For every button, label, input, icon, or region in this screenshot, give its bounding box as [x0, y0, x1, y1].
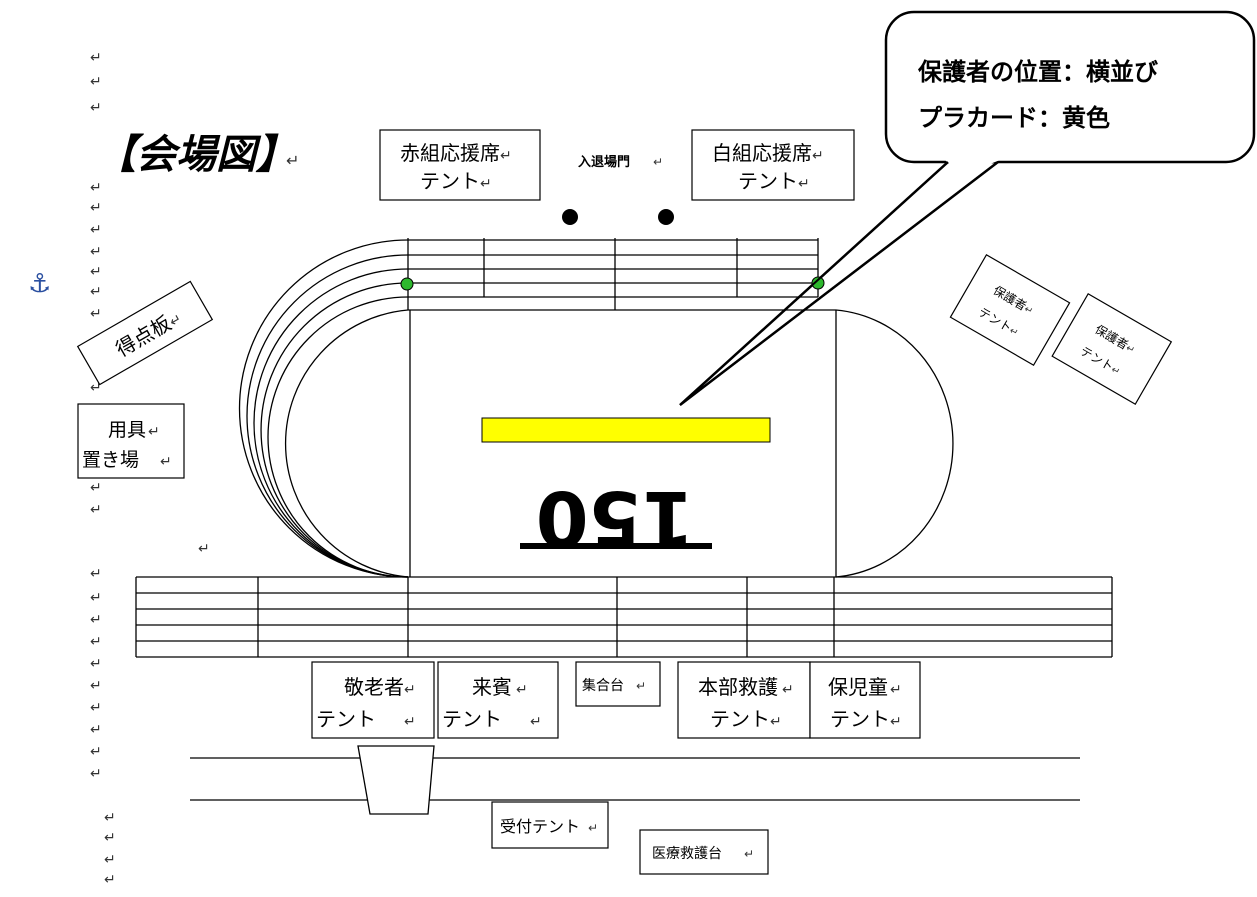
field-number: 150	[520, 474, 712, 563]
guardian-tent-1: 保護者 ↵ テント ↵	[949, 254, 1071, 366]
paragraph-mark-icon: ↵	[90, 612, 102, 628]
white-cheer-tent: 白組応援席 ↵ テント ↵	[691, 129, 855, 201]
paragraph-mark-icon: ↵	[90, 566, 102, 582]
paragraph-mark-icon: ↵	[90, 634, 102, 650]
paragraph-mark-icon: ↵	[90, 50, 102, 66]
paragraph-mark-icon: ↵	[90, 380, 102, 396]
equipment-storage: 用具 ↵ 置き場 ↵	[77, 403, 185, 479]
lower-track-lanes	[135, 576, 1113, 658]
paragraph-mark-icon: ↵	[90, 74, 102, 90]
paragraph-mark-icon: ↵	[90, 306, 102, 322]
paragraph-mark-icon: ↵	[104, 830, 116, 846]
paragraph-mark-icon: ↵	[90, 222, 102, 238]
medical-stand: 医療救護台 ↵	[639, 829, 769, 875]
equipment-storage-sub: 置き場	[82, 449, 139, 471]
paragraph-mark-icon: ↵	[90, 244, 102, 260]
guests-tent-sub: テント	[442, 707, 502, 731]
road	[190, 757, 1080, 801]
entrance-gate	[357, 745, 435, 815]
white-cheer-tent-label: 白組応援席	[712, 141, 812, 165]
paragraph-mark-icon: ↵	[90, 744, 102, 760]
yellow-placard	[481, 417, 771, 443]
paragraph-mark-icon: ↵	[90, 502, 102, 518]
svg-text:↵: ↵	[798, 176, 810, 192]
svg-text:↵: ↵	[770, 714, 782, 730]
paragraph-mark-icon: ↵	[104, 810, 116, 826]
svg-text:↵: ↵	[404, 682, 416, 698]
paragraph-mark-icon: ↵	[90, 678, 102, 694]
paragraph-mark-icon: ↵	[90, 722, 102, 738]
svg-text:↵: ↵	[404, 714, 416, 730]
guests-tent-label: 来賓	[472, 675, 512, 699]
start-marker-right	[811, 276, 825, 290]
paragraph-mark-icon: ↵	[90, 480, 102, 496]
paragraph-mark-icon: ↵	[90, 100, 102, 116]
paragraph-mark-icon: ↵	[90, 200, 102, 216]
callout-line-1: 保護者の位置：横並び	[917, 58, 1158, 86]
assembly-stand-label: 集合台	[582, 677, 624, 694]
equipment-storage-label: 用具	[108, 419, 146, 441]
gate-label: 入退場門	[578, 154, 630, 170]
paragraph-mark-icon: ↵	[286, 151, 299, 170]
white-cheer-tent-sub: テント	[738, 169, 798, 193]
svg-text:↵: ↵	[500, 148, 512, 164]
paragraph-mark-icon: ↵	[90, 284, 102, 300]
svg-text:↵: ↵	[636, 679, 646, 693]
svg-text:↵: ↵	[782, 682, 794, 698]
paragraph-mark-icon: ↵	[90, 264, 102, 280]
left-track-curves	[238, 239, 409, 578]
reception-tent: 受付テント ↵	[491, 801, 609, 849]
svg-text:↵: ↵	[588, 821, 598, 835]
anchor-icon[interactable]: ⚓	[28, 269, 51, 299]
elders-tent-label: 敬老者	[344, 675, 404, 699]
nursery-tent-label: 保児童	[828, 675, 888, 699]
paragraph-mark-icon: ↵	[90, 656, 102, 672]
svg-text:↵: ↵	[160, 454, 172, 470]
paragraph-mark-icon: ↵	[104, 872, 116, 888]
medical-stand-label: 医療救護台	[652, 845, 722, 862]
guardian-tent-2: 保護者 ↵ テント ↵	[1051, 293, 1173, 405]
svg-text:↵: ↵	[744, 847, 754, 861]
elders-tent-sub: テント	[316, 707, 376, 731]
svg-text:↵: ↵	[516, 682, 528, 698]
red-cheer-tent-sub: テント	[420, 169, 480, 193]
field-number-text: 150	[536, 474, 695, 563]
paragraph-mark-icon: ↵	[653, 155, 663, 169]
reception-tent-label: 受付テント	[500, 817, 580, 836]
assembly-stand: 集合台 ↵	[575, 661, 661, 707]
callout-line-2: プラカード：黄色	[918, 104, 1110, 132]
elders-tent: 敬老者 ↵ テント ↵	[311, 661, 435, 739]
guests-tent: 来賓 ↵ テント ↵	[437, 661, 559, 739]
red-cheer-tent-label: 赤組応援席	[400, 141, 500, 165]
paragraph-mark-icon: ↵	[104, 852, 116, 868]
paragraph-mark-icon: ↵	[90, 766, 102, 782]
nursery-tent: 保児童 ↵ テント ↵	[809, 661, 921, 739]
paragraph-mark-icon: ↵	[90, 180, 102, 196]
svg-text:↵: ↵	[812, 148, 824, 164]
paragraph-mark-icon: ↵	[90, 590, 102, 606]
hq-first-aid-tent-label: 本部救護	[698, 675, 778, 699]
svg-text:↵: ↵	[480, 176, 492, 192]
svg-text:↵: ↵	[148, 424, 160, 440]
paragraph-marks: ↵↵↵↵↵↵↵↵↵↵↵↵↵↵↵↵↵↵↵↵↵↵↵↵↵↵↵↵	[90, 50, 116, 888]
red-cheer-tent: 赤組応援席 ↵ テント ↵	[379, 129, 541, 201]
gate-post-right	[658, 209, 674, 225]
upper-track-lanes	[407, 238, 836, 311]
svg-text:↵: ↵	[890, 682, 902, 698]
nursery-tent-sub: テント	[830, 707, 890, 731]
paragraph-mark-icon: ↵	[90, 700, 102, 716]
start-marker-left	[400, 277, 414, 291]
hq-first-aid-tent-sub: テント	[710, 707, 770, 731]
infield	[409, 309, 954, 578]
svg-text:↵: ↵	[530, 714, 542, 730]
gate-post-left	[562, 209, 578, 225]
paragraph-mark-icon: ↵	[198, 541, 210, 557]
page-title: 【会場図】	[96, 132, 296, 178]
svg-text:↵: ↵	[890, 714, 902, 730]
hq-first-aid-tent: 本部救護 ↵ テント ↵	[677, 661, 811, 739]
